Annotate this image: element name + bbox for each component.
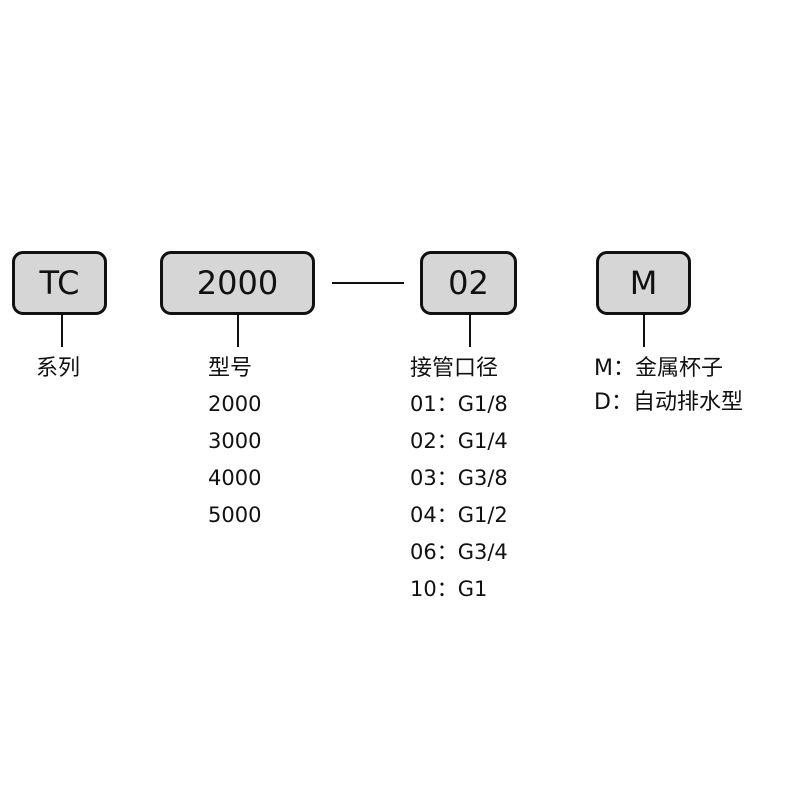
type-leader-line: [643, 315, 645, 347]
model-option: 5000: [208, 503, 262, 527]
port-code-box: 02: [420, 251, 517, 315]
model-label: 型号: [208, 356, 253, 381]
port-option: 04：G1/2: [410, 503, 508, 527]
port-legend: 接管口径 01：G1/8 02：G1/4 03：G3/8 04：G1/2 06：…: [410, 352, 508, 608]
series-leader-line: [61, 315, 63, 347]
port-option: 01：G1/8: [410, 392, 508, 416]
separator-dash: [332, 282, 404, 284]
type-option: M：金属杯子: [594, 356, 723, 381]
port-option: 10：G1: [410, 577, 488, 601]
model-option: 3000: [208, 429, 262, 453]
port-option: 06：G3/4: [410, 540, 508, 564]
model-code: 2000: [196, 264, 279, 302]
port-option: 03：G3/8: [410, 466, 508, 490]
series-code: TC: [39, 264, 80, 302]
model-legend: 型号 2000 3000 4000 5000: [208, 352, 261, 534]
model-code-box: 2000: [160, 251, 315, 315]
type-code: M: [629, 264, 658, 302]
series-label: 系列: [36, 356, 81, 381]
port-code: 02: [448, 264, 489, 302]
model-option: 2000: [208, 392, 262, 416]
series-legend: 系列: [36, 352, 80, 386]
type-code-box: M: [596, 251, 691, 315]
type-legend: M：金属杯子 D：自动排水型: [594, 352, 743, 420]
type-option: D：自动排水型: [594, 390, 743, 415]
port-label: 接管口径: [410, 356, 499, 381]
series-code-box: TC: [12, 251, 107, 315]
port-leader-line: [469, 315, 471, 347]
model-leader-line: [237, 315, 239, 347]
port-option: 02：G1/4: [410, 429, 508, 453]
model-option: 4000: [208, 466, 262, 490]
